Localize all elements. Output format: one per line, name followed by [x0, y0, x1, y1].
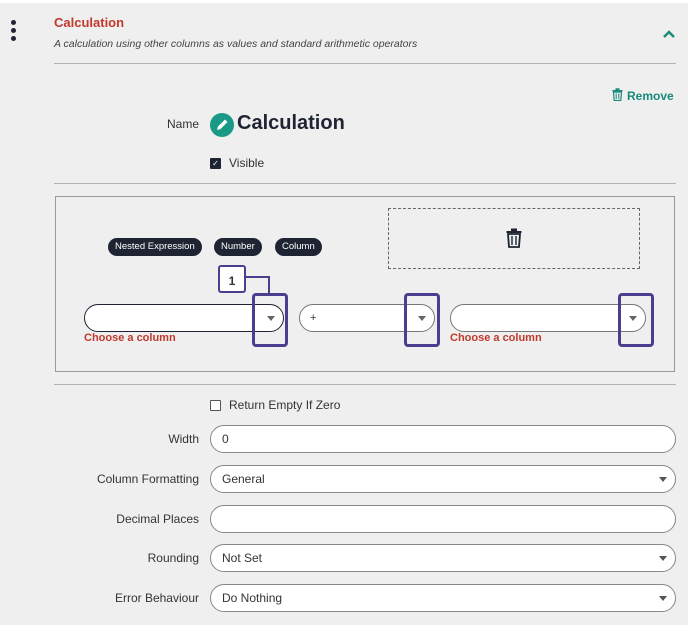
section-title: Calculation: [54, 15, 125, 30]
delete-drop-zone[interactable]: [388, 208, 640, 269]
column-formatting-select[interactable]: General: [210, 465, 676, 493]
callout-connector: [244, 276, 270, 278]
callout-connector: [268, 276, 270, 294]
visible-checkbox[interactable]: ✓: [210, 158, 221, 169]
highlight-box: [252, 293, 288, 347]
trash-icon: [612, 88, 623, 104]
callout-badge: 1: [218, 265, 246, 293]
remove-label: Remove: [627, 89, 674, 103]
kebab-menu-icon[interactable]: [10, 20, 18, 44]
visible-label: Visible: [229, 156, 265, 170]
dropdown-arrow-icon: [629, 316, 637, 321]
trash-icon: [506, 228, 522, 253]
divider: [54, 63, 676, 64]
return-empty-checkbox[interactable]: [210, 400, 221, 411]
name-label: Name: [166, 117, 199, 131]
width-label: Width: [168, 432, 199, 446]
top-border: [0, 0, 688, 3]
rounding-label: Rounding: [147, 551, 199, 565]
highlight-box: [618, 293, 654, 347]
chip-nested-expression[interactable]: Nested Expression: [108, 238, 202, 256]
dropdown-arrow-icon: [659, 477, 667, 482]
chevron-up-icon[interactable]: [663, 25, 675, 41]
operator-select[interactable]: +: [299, 304, 435, 332]
expression-builder: [55, 196, 675, 372]
column-formatting-value: General: [222, 472, 265, 486]
error-behaviour-value: Do Nothing: [222, 591, 283, 605]
remove-button[interactable]: Remove: [612, 88, 674, 104]
dropdown-arrow-icon: [267, 316, 275, 321]
pencil-icon[interactable]: [210, 113, 234, 137]
dropdown-arrow-icon: [659, 596, 667, 601]
right-operand-error: Choose a column: [450, 332, 542, 344]
chip-number[interactable]: Number: [214, 238, 262, 256]
divider: [54, 183, 676, 184]
decimal-places-input[interactable]: [210, 505, 676, 533]
decimal-places-label: Decimal Places: [116, 512, 199, 526]
dropdown-arrow-icon: [659, 556, 667, 561]
left-operand-select[interactable]: [84, 304, 284, 332]
return-empty-label: Return Empty If Zero: [229, 398, 341, 412]
chip-column[interactable]: Column: [275, 238, 322, 256]
name-value[interactable]: Calculation: [237, 112, 345, 134]
highlight-box: [404, 293, 440, 347]
width-input[interactable]: 0: [210, 425, 676, 453]
rounding-select[interactable]: Not Set: [210, 544, 676, 572]
dropdown-arrow-icon: [418, 316, 426, 321]
operator-value: +: [310, 312, 317, 324]
column-formatting-label: Column Formatting: [96, 472, 199, 486]
left-operand-error: Choose a column: [84, 332, 176, 344]
divider: [54, 384, 676, 385]
error-behaviour-select[interactable]: Do Nothing: [210, 584, 676, 612]
error-behaviour-label: Error Behaviour: [114, 591, 199, 605]
rounding-value: Not Set: [222, 551, 263, 565]
section-description: A calculation using other columns as val…: [54, 38, 418, 50]
right-operand-select[interactable]: [450, 304, 646, 332]
